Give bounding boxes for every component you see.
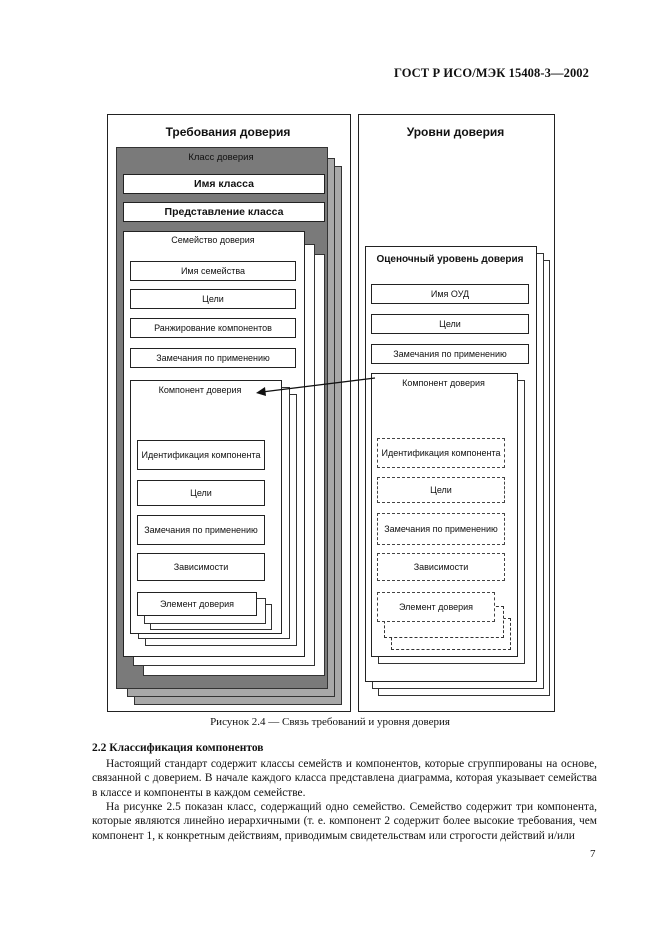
component-label: Компонент доверия: [158, 385, 242, 395]
page-number: 7: [590, 848, 596, 860]
eal-objectives-field: Цели: [371, 314, 529, 334]
component-identification-field: Идентификация компонента: [137, 440, 265, 470]
eal-component-dependencies-field: Зависимости: [377, 553, 505, 581]
family-objectives-field: Цели: [130, 289, 296, 309]
document-header: ГОСТ Р ИСО/МЭК 15408-3—2002: [393, 66, 589, 80]
right-panel-title: Уровни доверия: [406, 125, 505, 139]
family-application-notes-field: Замечания по применению: [130, 348, 296, 368]
paragraph-1: Настоящий стандарт содержит классы семей…: [92, 758, 597, 799]
eal-label: Оценочный уровень доверия: [376, 254, 524, 265]
eal-component-application-notes-field: Замечания по применению: [377, 513, 505, 545]
figure: Требования доверия Класс доверия Имя кла…: [107, 114, 555, 728]
element-field: Элемент доверия: [137, 592, 257, 616]
eal-component-identification-field: Идентификация компонента: [377, 438, 505, 468]
section-heading: 2.2 Классификация компонентов: [92, 742, 264, 754]
component-levelling-field: Ранжирование компонентов: [130, 318, 296, 338]
eal-name-field: Имя ОУД: [371, 284, 529, 304]
component-application-notes-field: Замечания по применению: [137, 515, 265, 545]
class-name-field: Имя класса: [123, 174, 325, 194]
eal-element-field: Элемент доверия: [377, 592, 495, 622]
component-container: [130, 380, 282, 634]
figure-caption: Рисунок 2.4 — Связь требований и уровня …: [210, 716, 450, 728]
component-dependencies-field: Зависимости: [137, 553, 265, 581]
left-panel-title: Требования доверия: [165, 125, 291, 139]
class-label: Класс доверия: [188, 152, 254, 163]
family-label: Семейство доверия: [171, 235, 255, 245]
eal-component-label: Компонент доверия: [402, 378, 485, 388]
family-name-field: Имя семейства: [130, 261, 296, 281]
component-objectives-field: Цели: [137, 480, 265, 506]
eal-component-objectives-field: Цели: [377, 477, 505, 503]
class-presentation-field: Представление класса: [123, 202, 325, 222]
eal-application-notes-field: Замечания по применению: [371, 344, 529, 364]
paragraph-2: На рисунке 2.5 показан класс, содержащий…: [92, 801, 597, 842]
